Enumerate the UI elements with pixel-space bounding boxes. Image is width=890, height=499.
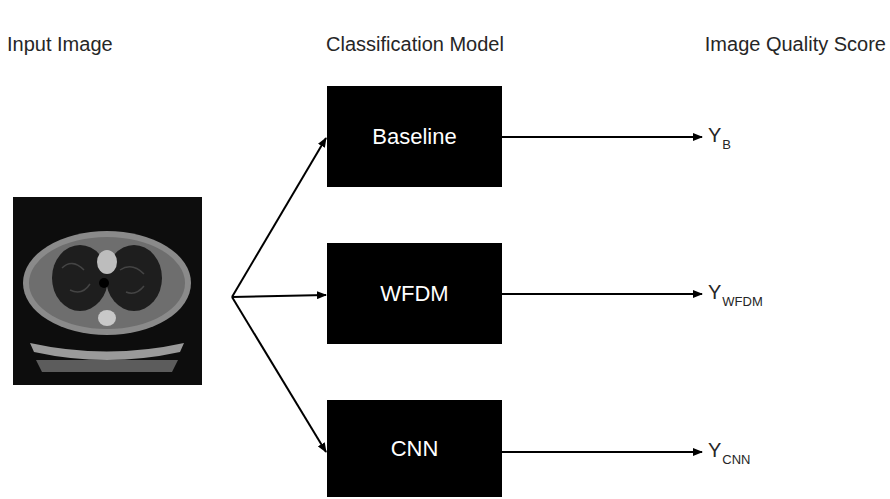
score-subscript: WFDM — [722, 295, 762, 309]
score-symbol: Y — [708, 281, 721, 303]
column-heading: Classification Model — [326, 33, 504, 55]
score-subscript: B — [722, 138, 731, 152]
score-symbol: Y — [708, 439, 721, 461]
process-box: Baseline — [327, 86, 502, 187]
output-arrows — [502, 137, 702, 452]
column-heading: Input Image — [7, 33, 113, 55]
arrow — [502, 451, 702, 453]
column-heading: Image Quality Score — [705, 33, 886, 55]
arrow — [502, 136, 702, 138]
fan-out-arrows — [232, 138, 326, 452]
process-box: WFDM — [327, 243, 502, 344]
arrow — [232, 138, 326, 297]
process-box: CNN — [327, 400, 502, 497]
box-label: WFDM — [372, 281, 456, 307]
arrow — [502, 293, 702, 295]
score-symbol: Y — [708, 124, 721, 146]
arrow — [232, 297, 326, 452]
arrow — [232, 295, 326, 297]
ct-scan-image — [13, 197, 202, 385]
score-subscript: CNN — [722, 453, 750, 467]
box-label: Baseline — [364, 124, 464, 150]
box-label: CNN — [383, 436, 447, 462]
